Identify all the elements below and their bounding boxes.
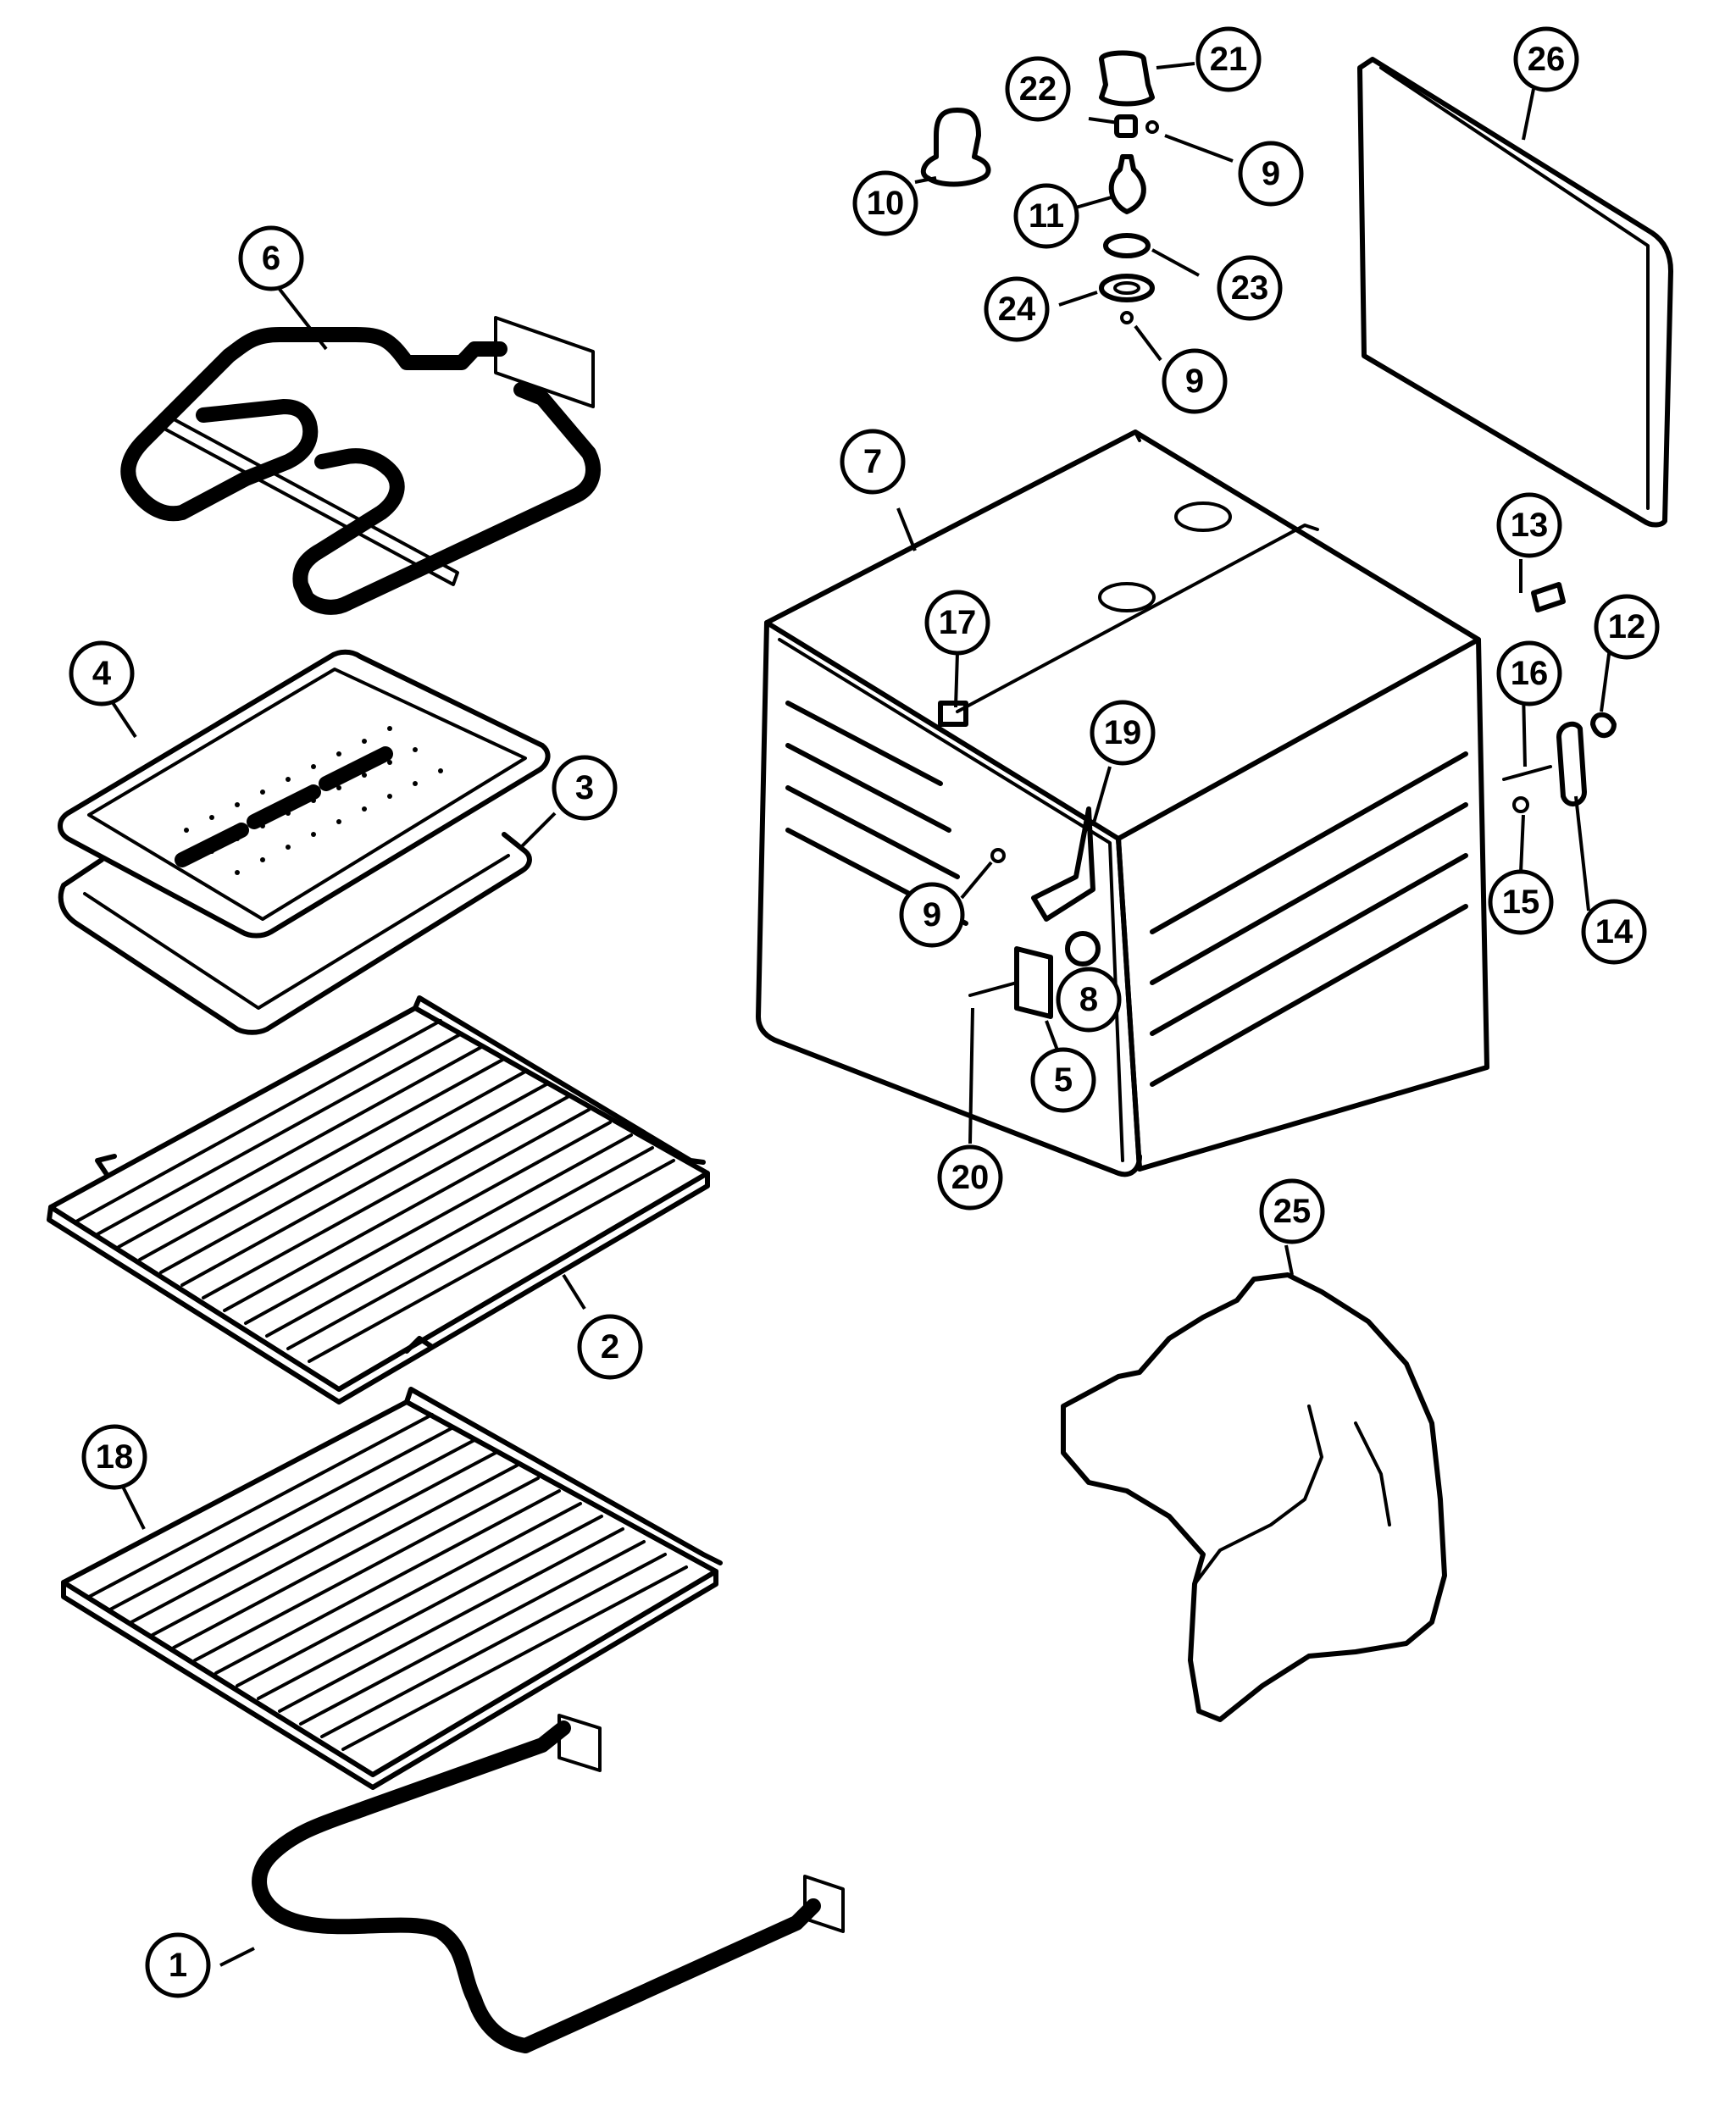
callout-9-cavity: 9 [899, 882, 965, 948]
broiler-pan-insert-drawing [58, 649, 551, 939]
callout-4: 4 [69, 640, 135, 706]
bake-element-drawing [252, 1714, 845, 2053]
svg-text:9: 9 [1262, 155, 1280, 192]
svg-text:15: 15 [1502, 884, 1540, 921]
svg-text:19: 19 [1104, 714, 1142, 751]
callouts: 1 2 3 4 5 6 7 8 9 9 9 10 11 12 13 14 15 … [69, 26, 1660, 1998]
svg-text:20: 20 [951, 1159, 990, 1196]
callout-11: 11 [1013, 183, 1079, 249]
oven-rack-lower-drawing [61, 1387, 723, 1790]
svg-text:21: 21 [1210, 41, 1248, 78]
lamp-assembly-drawing [920, 50, 1159, 324]
callout-14: 14 [1581, 899, 1647, 965]
callout-23: 23 [1217, 255, 1283, 321]
oven-rack-drawing [47, 995, 710, 1405]
callout-19: 19 [1090, 700, 1156, 766]
callout-26: 26 [1513, 26, 1579, 92]
callout-24: 24 [984, 276, 1050, 342]
side-parts-drawing [1502, 582, 1617, 813]
svg-text:6: 6 [262, 240, 280, 277]
callout-10: 10 [852, 170, 918, 236]
callout-12: 12 [1594, 594, 1660, 660]
callout-21: 21 [1195, 26, 1262, 92]
callout-7: 7 [840, 429, 906, 495]
callout-17: 17 [924, 590, 990, 656]
insulation-top-drawing [1357, 57, 1673, 528]
svg-text:24: 24 [998, 291, 1036, 328]
oven-cavity-drawing [756, 429, 1489, 1177]
insulation-blanket-drawing [1061, 1272, 1447, 1722]
callout-9-lower: 9 [1162, 348, 1228, 414]
callout-8: 8 [1056, 967, 1122, 1033]
callout-16: 16 [1496, 640, 1562, 706]
broiler-pan-drawing [58, 832, 532, 1035]
svg-text:10: 10 [867, 185, 905, 222]
svg-text:1: 1 [169, 1947, 187, 1984]
callout-6: 6 [238, 225, 304, 291]
callout-1: 1 [145, 1932, 211, 1998]
svg-text:2: 2 [601, 1328, 619, 1366]
svg-text:4: 4 [92, 655, 112, 692]
callout-13: 13 [1496, 492, 1562, 558]
svg-text:23: 23 [1231, 269, 1269, 307]
callout-18: 18 [81, 1424, 147, 1490]
callout-2: 2 [577, 1314, 643, 1380]
svg-text:11: 11 [1029, 197, 1064, 235]
svg-text:9: 9 [1185, 363, 1204, 400]
svg-text:13: 13 [1511, 507, 1549, 544]
callout-15: 15 [1488, 869, 1554, 935]
callout-9-upper: 9 [1238, 141, 1304, 207]
svg-text:16: 16 [1511, 655, 1549, 692]
callout-3: 3 [552, 755, 618, 821]
svg-text:18: 18 [96, 1438, 134, 1476]
callout-5: 5 [1030, 1047, 1096, 1113]
svg-text:17: 17 [939, 604, 977, 641]
callout-20: 20 [937, 1144, 1003, 1211]
svg-text:14: 14 [1595, 913, 1633, 950]
svg-text:12: 12 [1608, 608, 1646, 645]
svg-text:22: 22 [1019, 70, 1057, 108]
svg-text:9: 9 [923, 896, 941, 934]
broil-element-drawing [120, 316, 601, 615]
svg-text:26: 26 [1528, 41, 1566, 78]
svg-text:3: 3 [575, 769, 594, 806]
callout-22: 22 [1005, 56, 1071, 122]
callout-25: 25 [1259, 1178, 1325, 1244]
svg-text:7: 7 [863, 443, 882, 480]
svg-text:25: 25 [1273, 1193, 1312, 1230]
svg-text:8: 8 [1079, 981, 1098, 1018]
svg-text:5: 5 [1054, 1061, 1073, 1099]
